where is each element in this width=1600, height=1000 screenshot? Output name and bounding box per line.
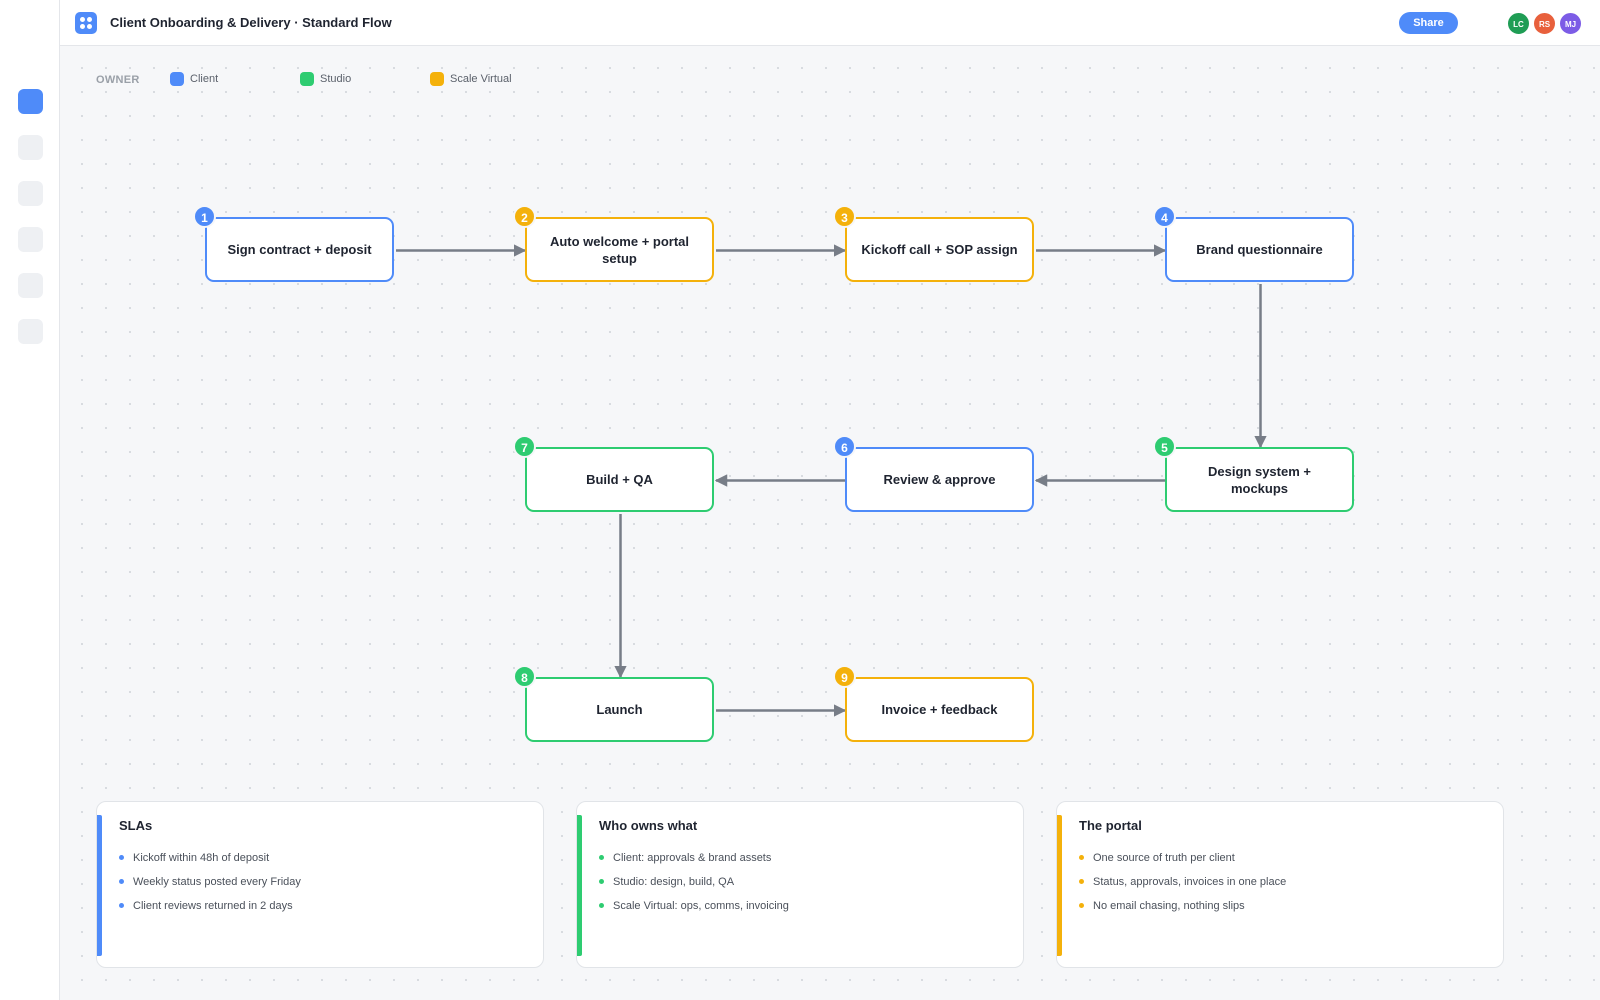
- flow-step-5[interactable]: Design system + mockups: [1165, 447, 1354, 512]
- step-label: Kickoff call + SOP assign: [861, 242, 1018, 257]
- legend-label: Studio: [320, 73, 352, 85]
- flow-step-2[interactable]: Auto welcome + portal setup: [525, 217, 714, 282]
- list-item: One source of truth per client: [1079, 850, 1286, 874]
- legend-label: Client: [190, 73, 219, 85]
- card-slas[interactable]: SLAs Kickoff within 48h of deposit Weekl…: [96, 801, 544, 968]
- legend-swatch: [170, 72, 184, 86]
- card-list: Kickoff within 48h of deposit Weekly sta…: [119, 850, 301, 922]
- share-button[interactable]: Share: [1399, 12, 1458, 34]
- avatar[interactable]: RS: [1533, 12, 1556, 35]
- card-title: SLAs: [119, 818, 153, 833]
- rail-tool-select[interactable]: [18, 89, 43, 114]
- step-number-badge: 6: [833, 435, 856, 458]
- legend-item-client: Client: [170, 71, 218, 87]
- step-label: Brand questionnaire: [1196, 242, 1323, 257]
- flow-step-1[interactable]: Sign contract + deposit: [205, 217, 394, 282]
- flow-step-4[interactable]: Brand questionnaire: [1165, 217, 1354, 282]
- legend-label: Scale Virtual: [450, 73, 512, 85]
- list-item: Kickoff within 48h of deposit: [119, 850, 301, 874]
- card-accent-bar: [97, 815, 102, 956]
- rail-tool-4[interactable]: [18, 227, 43, 252]
- step-label: Build + QA: [586, 472, 653, 487]
- rail-tool-6[interactable]: [18, 319, 43, 344]
- app-logo-icon[interactable]: [75, 12, 97, 34]
- top-bar: Client Onboarding & Delivery · Standard …: [60, 0, 1600, 46]
- step-label: Review & approve: [883, 472, 996, 487]
- card-list: One source of truth per client Status, a…: [1079, 850, 1286, 922]
- step-number-badge: 8: [513, 665, 536, 688]
- avatar[interactable]: MJ: [1559, 12, 1582, 35]
- legend-title: OWNER: [96, 74, 140, 86]
- step-number-badge: 3: [833, 205, 856, 228]
- list-item: No email chasing, nothing slips: [1079, 898, 1286, 922]
- list-item-text: Scale Virtual: ops, comms, invoicing: [613, 900, 789, 912]
- list-item: Client reviews returned in 2 days: [119, 898, 301, 922]
- list-item-text: Client reviews returned in 2 days: [133, 900, 293, 912]
- step-label: Design system + mockups: [1208, 463, 1311, 496]
- rail-tool-3[interactable]: [18, 181, 43, 206]
- card-accent-bar: [577, 815, 582, 956]
- avatar[interactable]: LC: [1507, 12, 1530, 35]
- card-title: The portal: [1079, 818, 1142, 833]
- flow-step-7[interactable]: Build + QA: [525, 447, 714, 512]
- step-label: Sign contract + deposit: [227, 242, 372, 257]
- list-item-text: Client: approvals & brand assets: [613, 852, 772, 864]
- legend-item-studio: Studio: [300, 71, 351, 87]
- step-number-badge: 2: [513, 205, 536, 228]
- flow-step-8[interactable]: Launch: [525, 677, 714, 742]
- flow-step-3[interactable]: Kickoff call + SOP assign: [845, 217, 1034, 282]
- list-item-text: No email chasing, nothing slips: [1093, 900, 1245, 912]
- document-title: Client Onboarding & Delivery · Standard …: [110, 15, 392, 30]
- list-item: Status, approvals, invoices in one place: [1079, 874, 1286, 898]
- list-item-text: Status, approvals, invoices in one place: [1093, 876, 1287, 888]
- list-item: Client: approvals & brand assets: [599, 850, 789, 874]
- flow-step-9[interactable]: Invoice + feedback: [845, 677, 1034, 742]
- flow-step-6[interactable]: Review & approve: [845, 447, 1034, 512]
- step-label: Launch: [596, 702, 643, 717]
- rail-tool-5[interactable]: [18, 273, 43, 298]
- legend-swatch: [430, 72, 444, 86]
- rail-tool-2[interactable]: [18, 135, 43, 160]
- step-number-badge: 4: [1153, 205, 1176, 228]
- card-who-owns-what[interactable]: Who owns what Client: approvals & brand …: [576, 801, 1024, 968]
- step-number-badge: 5: [1153, 435, 1176, 458]
- step-label: Auto welcome + portal setup: [549, 233, 690, 266]
- legend-item-scale-virtual: Scale Virtual: [430, 71, 512, 87]
- step-label: Invoice + feedback: [881, 702, 998, 717]
- list-item-text: One source of truth per client: [1093, 852, 1235, 864]
- left-toolbar: [0, 0, 60, 1000]
- list-item-text: Weekly status posted every Friday: [133, 876, 301, 888]
- list-item: Weekly status posted every Friday: [119, 874, 301, 898]
- list-item: Studio: design, build, QA: [599, 874, 789, 898]
- card-list: Client: approvals & brand assets Studio:…: [599, 850, 789, 922]
- card-the-portal[interactable]: The portal One source of truth per clien…: [1056, 801, 1504, 968]
- card-title: Who owns what: [599, 818, 698, 833]
- list-item: Scale Virtual: ops, comms, invoicing: [599, 898, 789, 922]
- legend-swatch: [300, 72, 314, 86]
- step-number-badge: 9: [833, 665, 856, 688]
- step-number-badge: 1: [193, 205, 216, 228]
- step-number-badge: 7: [513, 435, 536, 458]
- list-item-text: Kickoff within 48h of deposit: [133, 852, 270, 864]
- card-accent-bar: [1057, 815, 1062, 956]
- list-item-text: Studio: design, build, QA: [613, 876, 735, 888]
